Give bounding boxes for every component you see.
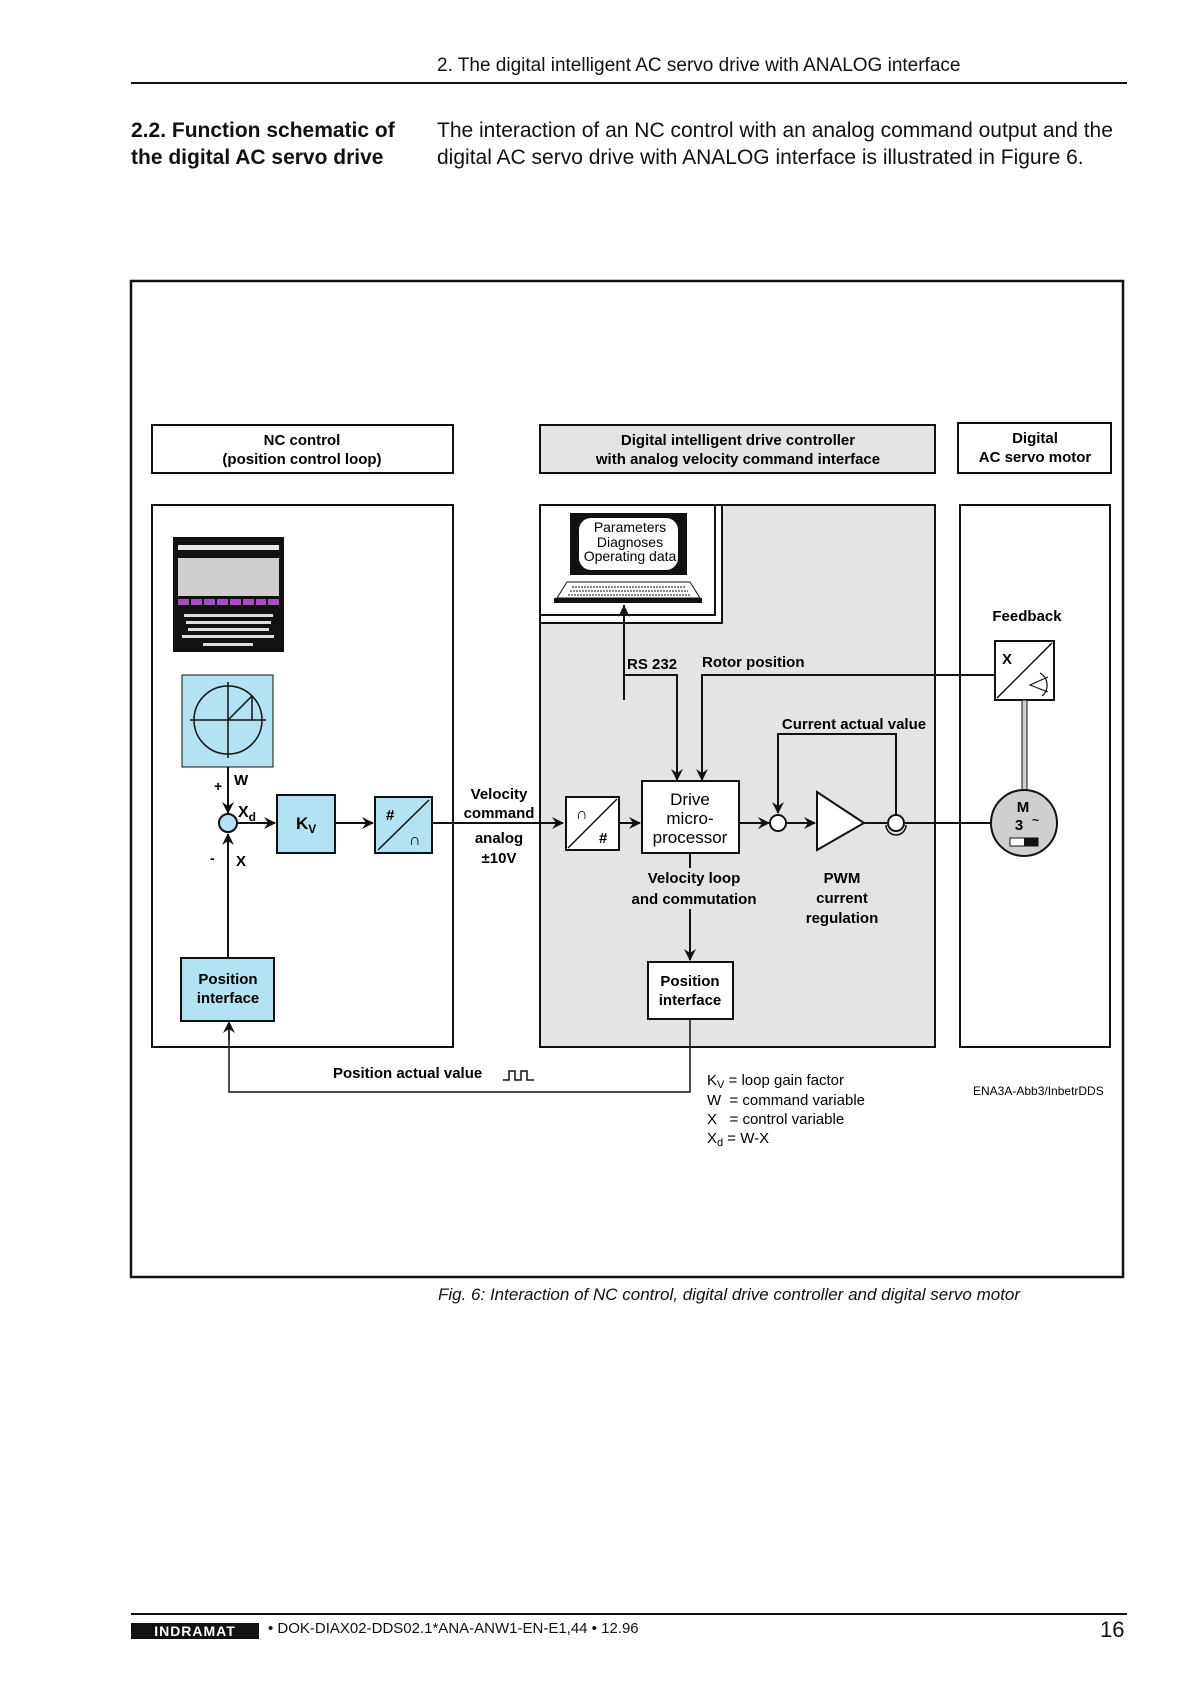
- motor-tilde-label: ~: [1032, 813, 1039, 827]
- legend-row: W = command variable: [707, 1092, 865, 1109]
- footer-divider: [131, 1613, 1127, 1615]
- pulse-train-icon: [503, 1070, 534, 1081]
- nc-title-line1: NC control: [264, 432, 341, 449]
- drive-pos-if-line1: Position: [660, 973, 719, 990]
- pwm-line2: current: [816, 890, 868, 907]
- motor-3-label: 3: [1015, 817, 1023, 834]
- analog-line2: ±10V: [482, 850, 517, 867]
- drive-mp-line2: micro-: [666, 809, 713, 828]
- motor-title-line1: Digital: [1012, 430, 1058, 447]
- drive-title-line2: with analog velocity command interface: [595, 451, 880, 468]
- summing-junction: [218, 813, 238, 833]
- dac-top-symbol: #: [386, 807, 395, 824]
- drive-position-interface-block: [647, 961, 734, 1020]
- drive-mp-line1: Drive: [670, 790, 710, 809]
- figure-frame: [129, 279, 1125, 1279]
- motor-title-line2: AC servo motor: [979, 449, 1092, 466]
- motor-region: [959, 504, 1111, 1048]
- sign-plus: +: [214, 778, 222, 794]
- kv-label: KV: [296, 814, 316, 836]
- pwm-line1: PWM: [824, 870, 861, 887]
- dac-bottom-symbol: ∩: [409, 832, 421, 849]
- feedback-label: Feedback: [992, 608, 1062, 625]
- legend-row: Xd = W-X: [707, 1130, 769, 1149]
- nc-title-box: [151, 424, 454, 474]
- figure-id: ENA3A-Abb3/InbetrDDS: [973, 1084, 1104, 1098]
- current-sensor: [887, 814, 905, 832]
- intro-line2: digital AC servo drive with ANALOG inter…: [437, 146, 1084, 169]
- position-actual-value-label: Position actual value: [333, 1065, 482, 1082]
- rotor-position-label: Rotor position: [702, 654, 804, 671]
- unit-circle-icon: [190, 682, 266, 758]
- velocity-command-line2: command: [464, 805, 535, 822]
- drive-mp-line3: processor: [653, 828, 728, 847]
- velocity-command-line1: Velocity: [471, 786, 528, 803]
- current-summing-junction: [769, 814, 787, 832]
- pc-text-parameters: Parameters: [594, 519, 666, 535]
- nc-position-interface-block: [180, 957, 275, 1022]
- motor-icon: [990, 789, 1058, 857]
- nc-pos-if-line1: Position: [198, 971, 257, 988]
- section-title-line1: 2.2. Function schematic of: [131, 119, 395, 142]
- section-title: 2.2. Function schematic of the digital A…: [131, 117, 395, 171]
- intro-paragraph: The interaction of an NC control with an…: [437, 117, 1137, 171]
- page-number: 16: [1100, 1617, 1125, 1642]
- feedback-x-label: X: [1002, 651, 1012, 668]
- current-feedback-line: [777, 733, 897, 815]
- pc-text-operating-data: Operating data: [584, 548, 677, 564]
- adc-bottom-symbol: #: [599, 830, 608, 847]
- adc-top-symbol: ∩: [576, 806, 588, 823]
- legend-row: X = control variable: [707, 1111, 844, 1128]
- header-divider: [131, 82, 1127, 84]
- motor-shaft-coupling: [1021, 699, 1028, 791]
- chapter-header: 2. The digital intelligent AC servo driv…: [437, 55, 961, 76]
- indramat-logo: INDRAMAT: [131, 1623, 259, 1639]
- drive-pos-if-line2: interface: [659, 992, 722, 1009]
- kv-block: [276, 794, 336, 854]
- intro-line1: The interaction of an NC control with an…: [437, 119, 1113, 142]
- pwm-line3: regulation: [806, 910, 879, 927]
- label-xd: Xd: [238, 804, 256, 824]
- pwm-amplifier-triangle: [816, 790, 866, 852]
- label-x: X: [236, 853, 246, 870]
- motor-title-box: [957, 422, 1112, 474]
- label-w: W: [234, 772, 249, 789]
- footer-doc-reference: • DOK-DIAX02-DDS02.1*ANA-ANW1-EN-E1,44 •…: [268, 1620, 639, 1637]
- pc-text-diagnoses: Diagnoses: [597, 534, 663, 550]
- figure-caption: Fig. 6: Interaction of NC control, digit…: [438, 1285, 1021, 1304]
- motor-m-label: M: [1017, 799, 1030, 816]
- drive-title-line1: Digital intelligent drive controller: [621, 432, 855, 449]
- position-actual-value-line: [228, 1019, 691, 1093]
- nc-terminal-icon: [173, 537, 284, 652]
- rs232-label: RS 232: [627, 656, 677, 673]
- velocity-loop-line1: Velocity loop: [648, 870, 741, 887]
- velocity-loop-line2: and commutation: [631, 891, 756, 908]
- analog-line1: analog: [475, 830, 523, 847]
- legend-row: KV = loop gain factor: [707, 1072, 844, 1091]
- drive-title-box: [539, 424, 936, 474]
- legend: KV = loop gain factor W = command variab…: [707, 1072, 865, 1149]
- rotor-position-line: [701, 674, 1000, 760]
- angle-sensor-icon: [1028, 672, 1049, 697]
- section-title-line2: the digital AC servo drive: [131, 146, 384, 169]
- laptop-icon: [554, 513, 702, 603]
- sign-minus: -: [210, 850, 215, 866]
- current-actual-value-label: Current actual value: [782, 716, 926, 733]
- nc-title-line2: (position control loop): [222, 451, 381, 468]
- nc-pos-if-line2: interface: [197, 990, 260, 1007]
